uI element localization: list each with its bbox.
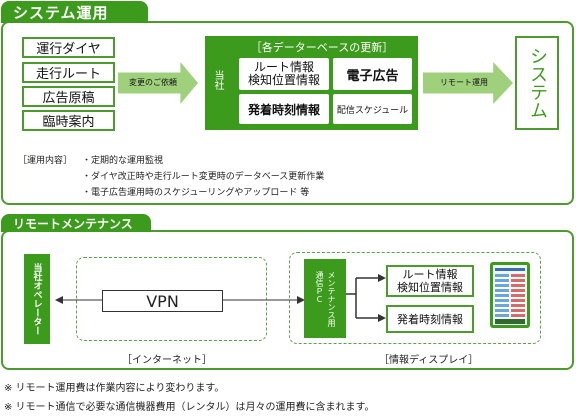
db-title: ［各データーベースの更新］ — [250, 41, 394, 54]
content-header: ［運用内容］ — [18, 156, 73, 166]
note-1: ※ リモート運用費は作業内容により変わります。 — [4, 383, 225, 394]
db-item-ad: 電子広告 — [333, 58, 412, 90]
maintenance-pc-label: メンテナンス用 通信ＰＣ — [315, 270, 336, 327]
vpn-label: VPN — [146, 291, 179, 311]
display-item-departure: 発着時刻情報 — [386, 305, 474, 333]
db-update-block: 当社 ［各データーベースの更新］ ルート情報 検知位置情報 電子広告 発着時刻情… — [205, 36, 418, 130]
display-label: ［情報ディスプレイ］ — [379, 355, 479, 366]
system-box: システム — [515, 36, 559, 130]
internet-area — [76, 257, 267, 341]
vpn-label-box: VPN — [102, 290, 223, 312]
operator-box: 当社オペレーター — [24, 254, 50, 344]
input-route: 走行ルート — [22, 62, 115, 83]
branch-arrows — [346, 274, 386, 322]
maintenance-pc-box: メンテナンス用 通信ＰＣ — [304, 259, 346, 338]
display-area — [289, 252, 541, 344]
input-ad-draft: 広告原稿 — [22, 86, 115, 107]
display-item-route: ルート情報 検知位置情報 — [386, 265, 474, 297]
system-operation-title: システム運用 — [1, 1, 148, 23]
input-temporary-notice: 臨時案内 — [22, 110, 115, 131]
content-item-1: ・定期的な運用監視 — [82, 156, 164, 166]
content-item-2: ・ダイヤ改正時や走行ルート変更時のデータベース更新作業 — [82, 172, 325, 182]
note-2: ※ リモート通信で必要な通信機器費用（レンタル）は月々の運用費に含まれます。 — [4, 402, 375, 413]
input-timetable: 運行ダイヤ — [22, 37, 115, 58]
db-item-departure: 発着時刻情報 — [239, 94, 329, 124]
content-item-3: ・電子広告運用時のスケジューリングやアップロード 等 — [82, 188, 310, 198]
operator-label: 当社オペレーター — [31, 263, 42, 335]
db-item-route: ルート情報 検知位置情報 — [239, 58, 329, 90]
display-screen — [493, 265, 527, 325]
company-label: 当社 — [212, 70, 223, 90]
internet-label: ［インターネット］ — [122, 355, 212, 366]
remote-maintenance-title: リモートメンテナンス — [1, 214, 151, 232]
remote-label: リモート運用 — [440, 78, 488, 87]
db-item-schedule: 配信スケジュール — [333, 94, 412, 124]
display-device — [490, 262, 530, 328]
system-label: システム — [527, 47, 548, 119]
request-label: 変更のご依頼 — [129, 78, 177, 87]
